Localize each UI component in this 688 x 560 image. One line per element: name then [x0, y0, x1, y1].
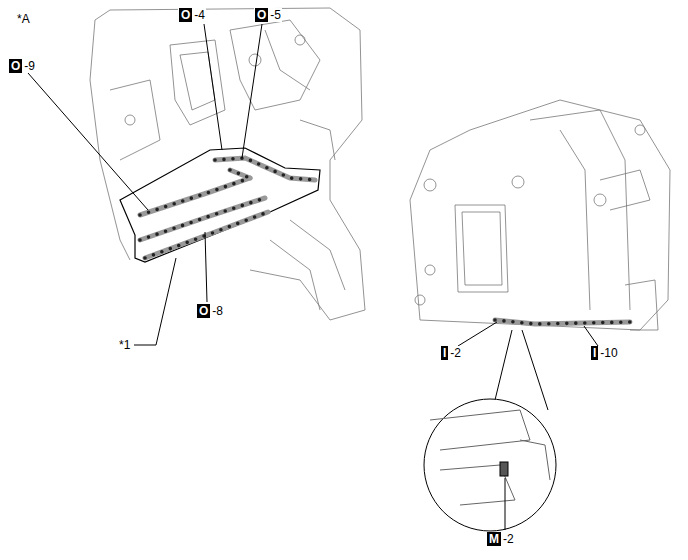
callout-mark: *A — [16, 12, 31, 26]
callout-number: O-9 — [8, 59, 36, 73]
callout-number: I-2 — [440, 346, 462, 360]
callout-number: O-8 — [196, 304, 224, 318]
callout-number: O-4 — [178, 8, 206, 22]
callout-mark: *1 — [118, 338, 131, 352]
callout-number: O-5 — [254, 8, 282, 22]
callout-number: I-10 — [590, 346, 619, 360]
callout-number: M-2 — [486, 532, 515, 546]
